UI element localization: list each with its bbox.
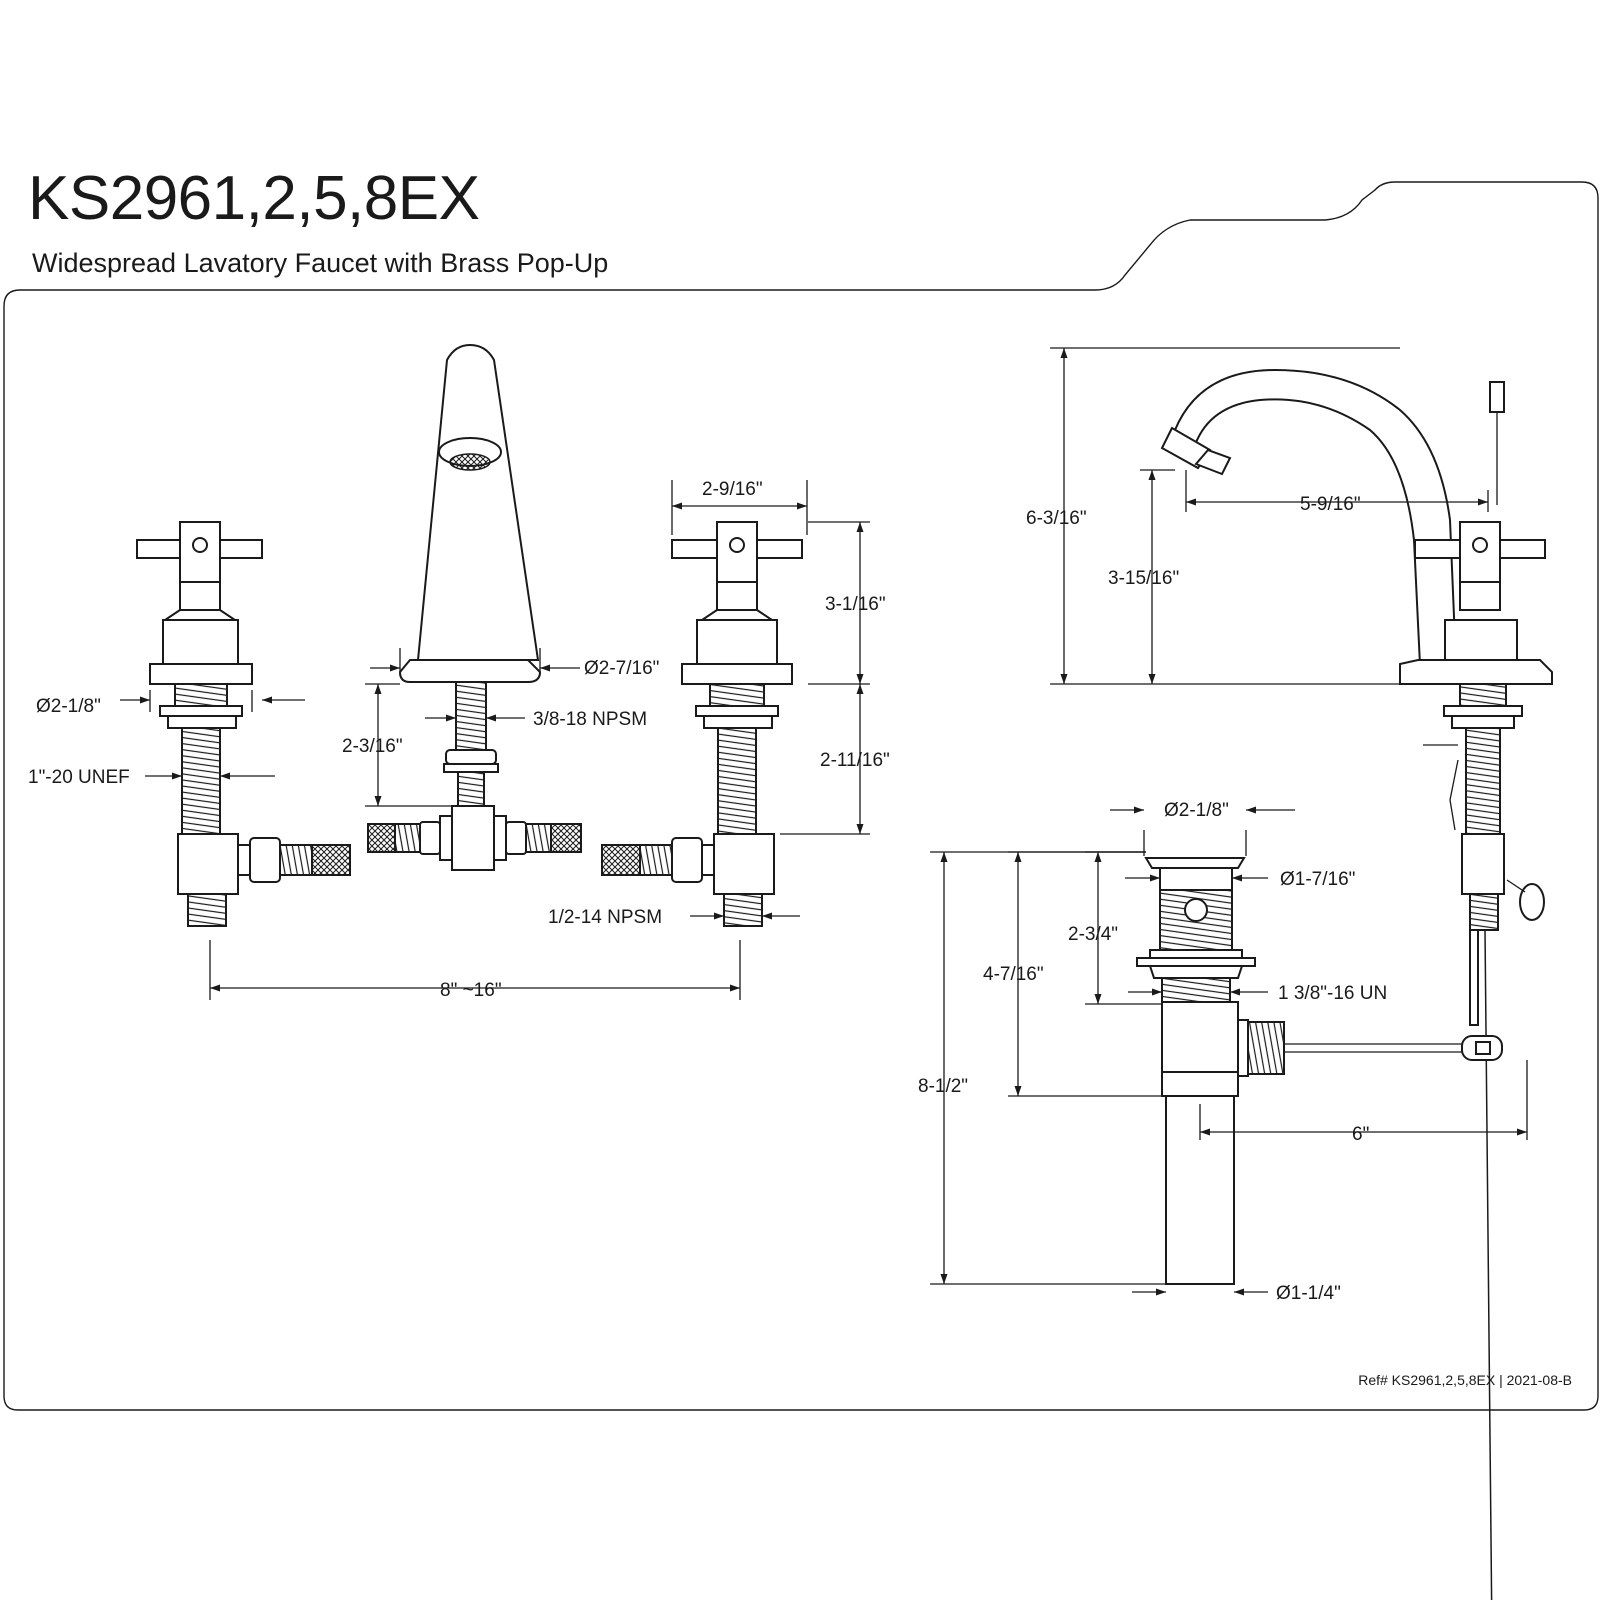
- dim-spout-clearance: 3-15/16": [1108, 568, 1179, 589]
- left-valve: [136, 521, 351, 927]
- dimension-lines: [120, 347, 1528, 1296]
- right-valve: [601, 521, 803, 927]
- dim-drain-to-pivot: 4-7/16": [983, 964, 1044, 985]
- dim-drain-body-dia: Ø1-7/16": [1280, 869, 1355, 890]
- dim-spout-base-dia: Ø2-7/16": [584, 658, 659, 679]
- dim-valve-outlet-thread: 1/2-14 NPSM: [548, 907, 662, 928]
- dim-handle-height: 3-1/16": [825, 594, 886, 615]
- dim-spout-reach: 5-9/16": [1300, 494, 1361, 515]
- spout-front: [367, 343, 582, 871]
- product-description: Widespread Lavatory Faucet with Brass Po…: [32, 248, 609, 278]
- dim-drain-flange-dia: Ø2-1/8": [1164, 800, 1229, 821]
- dim-tailpiece-dia: Ø1-1/4": [1276, 1283, 1341, 1304]
- dim-overall-height: 6-3/16": [1026, 508, 1087, 529]
- dim-valve-flange-dia: Ø2-1/8": [36, 696, 101, 717]
- dim-spread: 8" ~16": [440, 980, 502, 1001]
- dim-drain-to-nut: 2-3/4": [1068, 924, 1118, 945]
- dim-valve-thread: 1"-20 UNEF: [28, 767, 130, 788]
- sheet-frame: [3, 181, 1599, 1411]
- dim-spout-shank-length: 2-3/16": [342, 736, 403, 757]
- dim-pivot-rod-length: 6": [1352, 1124, 1369, 1145]
- dim-spout-thread: 3/8-18 NPSM: [533, 709, 647, 730]
- reference-code: Ref# KS2961,2,5,8EX | 2021-08-B: [1358, 1372, 1572, 1388]
- dimension-labels: 2-9/16" 3-1/16" Ø2-1/8" 1"-20 UNEF Ø2-7/…: [28, 479, 1387, 1304]
- dim-handle-width: 2-9/16": [702, 479, 763, 500]
- model-title: KS2961,2,5,8EX: [28, 164, 480, 233]
- dim-drain-total-length: 8-1/2": [918, 1076, 968, 1097]
- side-view-faucet: [1160, 368, 1553, 1600]
- popup-drain: [1136, 857, 1503, 1285]
- dim-valve-shank-length: 2-11/16": [820, 750, 890, 771]
- dim-drain-thread: 1 3/8"-16 UN: [1278, 983, 1387, 1004]
